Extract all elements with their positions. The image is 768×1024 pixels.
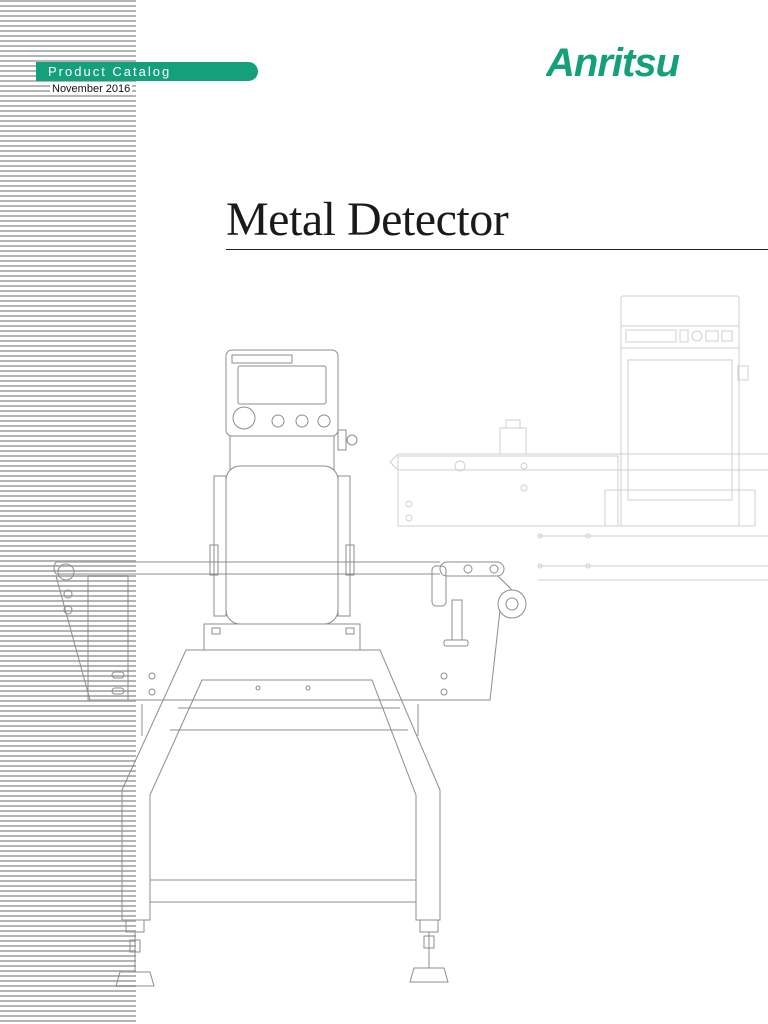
title-underline	[226, 249, 768, 250]
product-catalog-label: Product Catalog	[36, 62, 258, 81]
main-detector-head	[203, 349, 361, 651]
metal-detector-illustration	[53, 295, 768, 987]
background-detector-unit	[389, 295, 768, 581]
anritsu-logo: Anritsu	[546, 41, 681, 82]
support-frame	[115, 649, 449, 987]
conveyor-belt	[53, 561, 527, 701]
anritsu-logo-text: Anritsu	[546, 41, 680, 82]
publication-date: November 2016	[50, 83, 133, 95]
striped-margin-band	[0, 0, 136, 1024]
document-title: Metal Detector	[226, 193, 509, 246]
